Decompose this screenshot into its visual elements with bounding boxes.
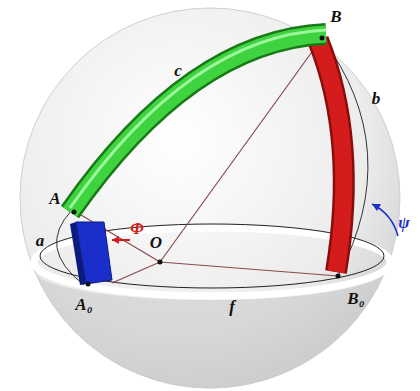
joint-dots	[72, 36, 341, 287]
point-label: ψ	[398, 214, 409, 231]
point-label: A₀	[75, 296, 92, 313]
psi-arc	[372, 204, 398, 236]
point-label: f	[229, 298, 235, 315]
point-label: B₀	[347, 290, 364, 307]
input-link-side	[70, 222, 86, 285]
point-label: A	[49, 190, 60, 207]
coupler-link	[70, 34, 326, 212]
point-label: O	[150, 234, 162, 251]
point-label: c	[174, 62, 182, 79]
point-label: Φ	[130, 220, 143, 237]
coupler-highlight	[70, 30, 326, 208]
point-label: b	[372, 90, 381, 107]
output-link	[318, 40, 344, 272]
point-label: a	[36, 232, 45, 249]
phi-arrowhead	[112, 236, 119, 244]
point-label: B	[330, 8, 341, 25]
psi-arrowhead	[372, 204, 381, 211]
output-link	[318, 40, 344, 272]
coupler-link	[70, 34, 326, 212]
sphere	[20, 8, 400, 388]
